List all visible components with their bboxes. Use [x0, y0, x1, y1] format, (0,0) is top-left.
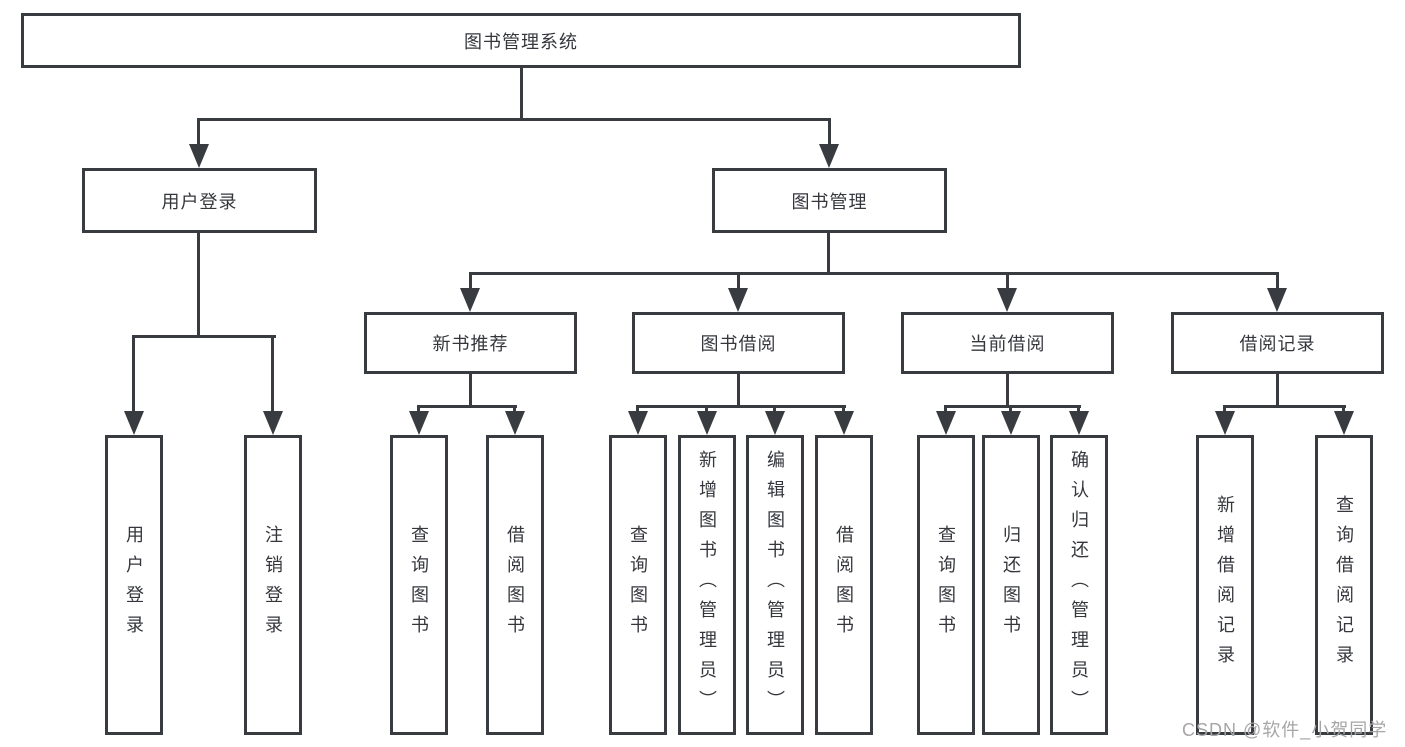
- leaf-edit-books-admin-label: 编辑图书（管理员）: [765, 450, 785, 720]
- connector-line: [636, 405, 846, 408]
- leaf-borrow-books-2-label: 借阅图书: [834, 525, 854, 645]
- node-root: 图书管理系统: [21, 13, 1021, 68]
- connector-line: [197, 118, 831, 121]
- arrow-down: [819, 144, 839, 168]
- connector-line: [1342, 405, 1345, 414]
- connector-line: [737, 374, 740, 408]
- leaf-return-books: 归还图书: [982, 435, 1040, 735]
- leaf-confirm-return-admin: 确认归还（管理员）: [1050, 435, 1108, 735]
- node-book-borrow: 图书借阅: [632, 312, 845, 374]
- connector-line: [1276, 272, 1279, 290]
- connector-line: [197, 118, 200, 146]
- arrow-down: [409, 411, 429, 435]
- node-current-borrow-label: 当前借阅: [969, 334, 1046, 354]
- connector-line: [469, 272, 472, 290]
- leaf-add-borrow-record: 新增借阅记录: [1196, 435, 1254, 735]
- connector-line: [417, 405, 420, 414]
- leaf-query-borrow-record: 查询借阅记录: [1315, 435, 1373, 735]
- leaf-logout: 注销登录: [244, 435, 302, 735]
- arrow-down: [628, 411, 648, 435]
- connector-line: [417, 405, 517, 408]
- connector-line: [469, 272, 1279, 275]
- connector-line: [1223, 405, 1346, 408]
- node-book-management-label: 图书管理: [791, 191, 868, 212]
- arrow-down: [997, 288, 1017, 312]
- leaf-query-books-2: 查询图书: [609, 435, 667, 735]
- arrow-down: [189, 144, 209, 168]
- connector-line: [944, 405, 1081, 408]
- leaf-query-borrow-record-label: 查询借阅记录: [1334, 495, 1354, 675]
- leaf-borrow-books-1: 借阅图书: [486, 435, 544, 735]
- arrow-down: [460, 288, 480, 312]
- arrow-down: [936, 411, 956, 435]
- arrow-down: [1001, 411, 1021, 435]
- arrow-down: [505, 411, 525, 435]
- connector-line: [469, 374, 472, 408]
- leaf-query-books-1-label: 查询图书: [409, 525, 429, 645]
- leaf-query-books-3: 查询图书: [917, 435, 975, 735]
- arrow-down: [1334, 411, 1354, 435]
- connector-line: [773, 405, 776, 414]
- leaf-borrow-books-1-label: 借阅图书: [505, 525, 525, 645]
- connector-line: [737, 272, 740, 290]
- connector-line: [132, 335, 276, 338]
- leaf-add-books-admin-label: 新增图书（管理员）: [697, 450, 717, 720]
- connector-line: [705, 405, 708, 414]
- connector-line: [1276, 374, 1279, 408]
- connector-line: [1009, 405, 1012, 414]
- leaf-confirm-return-admin-label: 确认归还（管理员）: [1069, 450, 1089, 720]
- connector-line: [132, 335, 135, 413]
- leaf-borrow-books-2: 借阅图书: [815, 435, 873, 735]
- connector-line: [944, 405, 947, 414]
- arrow-down: [697, 411, 717, 435]
- node-new-book-recommend: 新书推荐: [364, 312, 577, 374]
- leaf-query-books-3-label: 查询图书: [936, 525, 956, 645]
- node-user-login-label: 用户登录: [161, 191, 238, 212]
- connector-line: [842, 405, 845, 414]
- node-current-borrow: 当前借阅: [901, 312, 1114, 374]
- node-book-borrow-label: 图书借阅: [700, 334, 777, 354]
- connector-line: [513, 405, 516, 414]
- arrow-down: [1069, 411, 1089, 435]
- connector-line: [1006, 374, 1009, 408]
- leaf-user-login-label: 用户登录: [124, 525, 144, 645]
- connector-line: [1077, 405, 1080, 414]
- leaf-add-books-admin: 新增图书（管理员）: [678, 435, 736, 735]
- connector-line: [271, 335, 274, 413]
- connector-line: [827, 233, 830, 275]
- leaf-query-books-2-label: 查询图书: [628, 525, 648, 645]
- node-new-book-recommend-label: 新书推荐: [432, 334, 509, 354]
- watermark: CSDN @软件_小贺同学: [1182, 720, 1388, 740]
- connector-line: [1006, 272, 1009, 290]
- node-root-label: 图书管理系统: [464, 31, 578, 52]
- node-borrow-records: 借阅记录: [1171, 312, 1384, 374]
- arrow-down: [1215, 411, 1235, 435]
- node-book-management: 图书管理: [712, 168, 947, 233]
- leaf-query-books-1: 查询图书: [390, 435, 448, 735]
- arrow-down: [1267, 288, 1287, 312]
- node-borrow-records-label: 借阅记录: [1239, 334, 1316, 354]
- leaf-return-books-label: 归还图书: [1001, 525, 1021, 645]
- arrow-down: [124, 411, 144, 435]
- connector-line: [520, 68, 523, 121]
- node-user-login: 用户登录: [82, 168, 317, 233]
- connector-line: [828, 118, 831, 146]
- leaf-edit-books-admin: 编辑图书（管理员）: [746, 435, 804, 735]
- leaf-user-login: 用户登录: [105, 435, 163, 735]
- leaf-add-borrow-record-label: 新增借阅记录: [1215, 495, 1235, 675]
- arrow-down: [263, 411, 283, 435]
- connector-line: [1223, 405, 1226, 414]
- arrow-down: [834, 411, 854, 435]
- arrow-down: [765, 411, 785, 435]
- connector-line: [197, 233, 200, 338]
- arrow-down: [728, 288, 748, 312]
- leaf-logout-label: 注销登录: [263, 525, 283, 645]
- connector-line: [636, 405, 639, 414]
